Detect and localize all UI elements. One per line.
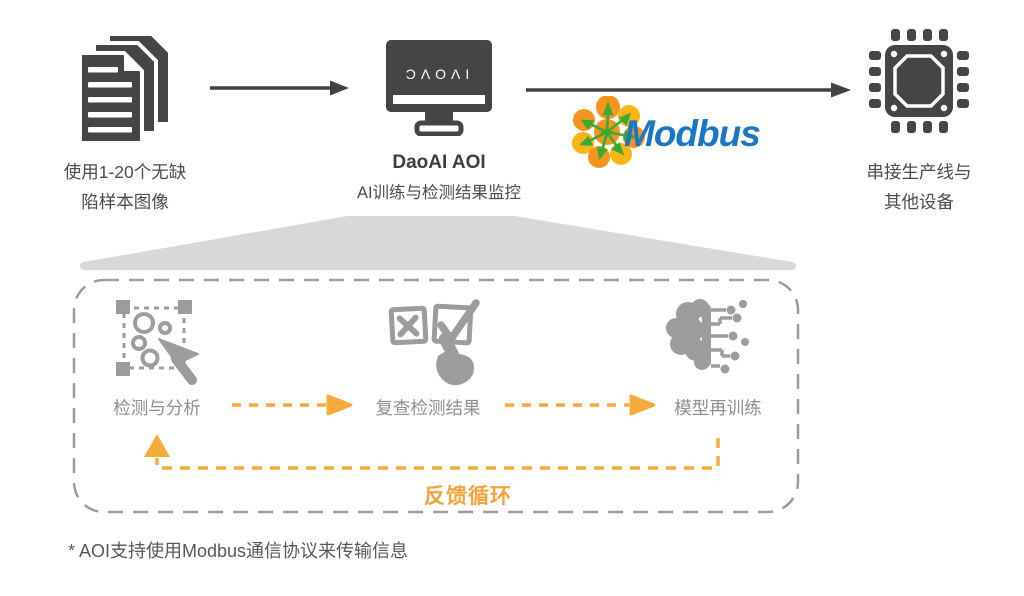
modbus-center-star	[600, 125, 614, 139]
feedback-loop-arrow	[144, 434, 720, 470]
step-label-retrain: 模型再训练	[674, 398, 762, 418]
step-label-review: 复查检测结果	[375, 398, 481, 418]
documents-icon	[78, 32, 172, 145]
pointing-hand-icon	[436, 333, 474, 386]
flow-arrow-1-icon	[210, 80, 349, 96]
step-arrow-2-icon	[505, 394, 656, 416]
review-checkbox-icon	[388, 299, 480, 386]
step-arrow-1-icon	[232, 394, 353, 416]
retrain-brain-icon	[666, 299, 749, 374]
modbus-logo: Modbus	[572, 96, 790, 168]
output-label: 串接生产线与 其他设备	[838, 158, 1000, 218]
input-label-line2: 陷样本图像	[81, 191, 169, 212]
detect-selection-icon	[116, 300, 199, 385]
feedback-label: 反馈循环	[424, 485, 512, 508]
modbus-node-icon	[572, 96, 645, 168]
step-label-detect: 检测与分析	[113, 398, 201, 418]
modbus-label: Modbus	[624, 113, 761, 154]
input-label: 使用1-20个无缺 陷样本图像	[40, 158, 210, 218]
aoi-label-block: DaoAI AOI AI训练与检测结果监控	[352, 151, 526, 203]
aoi-title: DaoAI AOI	[392, 152, 486, 173]
output-label-line1: 串接生产线与	[866, 162, 972, 182]
input-label-line1: 使用1-20个无缺	[63, 162, 187, 182]
chip-icon	[869, 29, 969, 133]
footnote: * AOI支持使用Modbus通信协议来传输信息	[68, 541, 409, 561]
output-label-line2: 其他设备	[884, 191, 954, 212]
cursor-icon	[158, 338, 199, 385]
aoi-subtitle: AI训练与检测结果监控	[356, 183, 522, 202]
monitor-logo-text: ƆΛOΛI	[406, 66, 475, 82]
folded-corner	[124, 53, 142, 71]
flow-arrow-2-icon	[526, 82, 851, 98]
aoi-monitor-icon: ƆΛOΛI	[386, 40, 492, 136]
